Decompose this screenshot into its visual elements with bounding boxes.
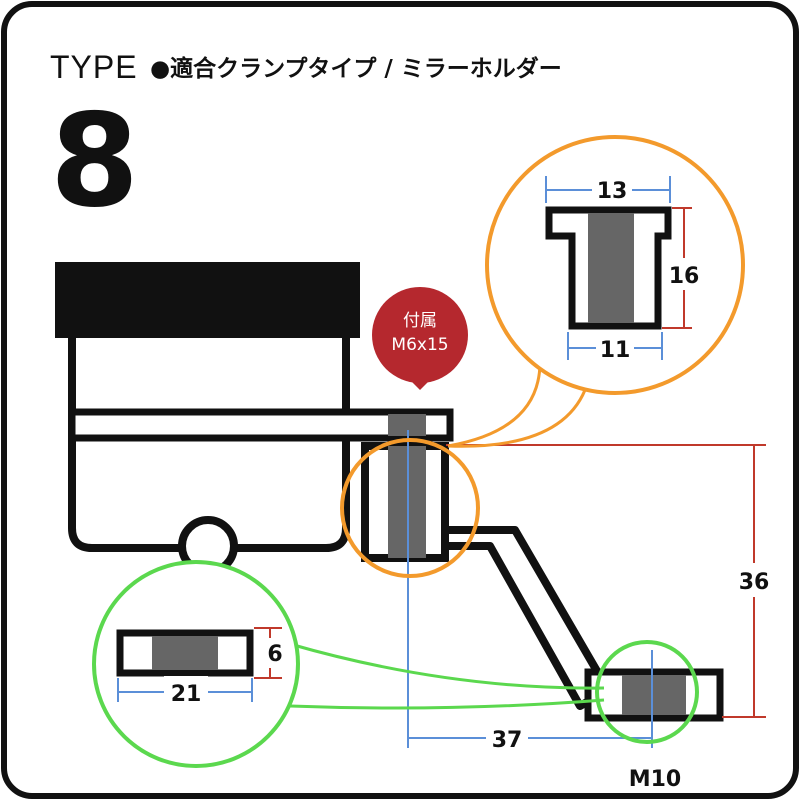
badge-line1: 付属: [403, 311, 437, 331]
dim-16-label: 16: [669, 264, 700, 289]
green-connector: [289, 642, 605, 710]
green-callout: 6 21: [92, 560, 300, 768]
orange-detail-marker: [340, 438, 480, 578]
collar-insert-top: [388, 414, 426, 436]
plate-insert: [152, 636, 218, 670]
bushing-insert: [588, 213, 634, 323]
dim-37: 37: [407, 430, 653, 753]
badge-line2: M6x15: [391, 335, 448, 355]
reservoir-cap: [55, 262, 360, 338]
type-number: 8: [50, 87, 139, 236]
orange-connector: [447, 361, 587, 448]
type-label: TYPE: [50, 49, 138, 85]
orange-callout: 13 16 11: [485, 135, 745, 395]
holder-bar: [68, 408, 454, 442]
page-subtitle: ●適合クランプタイプ / ミラーホルダー: [150, 55, 562, 82]
dim-11-label: 11: [600, 338, 631, 363]
dim-21-label: 21: [171, 682, 202, 707]
bolt-badge: 付属 M6x15: [372, 287, 468, 390]
dim-13-label: 13: [597, 179, 628, 204]
reservoir: [55, 262, 360, 576]
green-detail-marker: [595, 640, 699, 744]
dim-36-label: 36: [739, 570, 770, 595]
dim-37-label: 37: [492, 728, 523, 753]
clamp-plate-insert: [622, 675, 686, 715]
clamp-plate: [584, 668, 724, 722]
thread-label: M10: [629, 767, 682, 792]
dim-6-label: 6: [267, 642, 282, 667]
